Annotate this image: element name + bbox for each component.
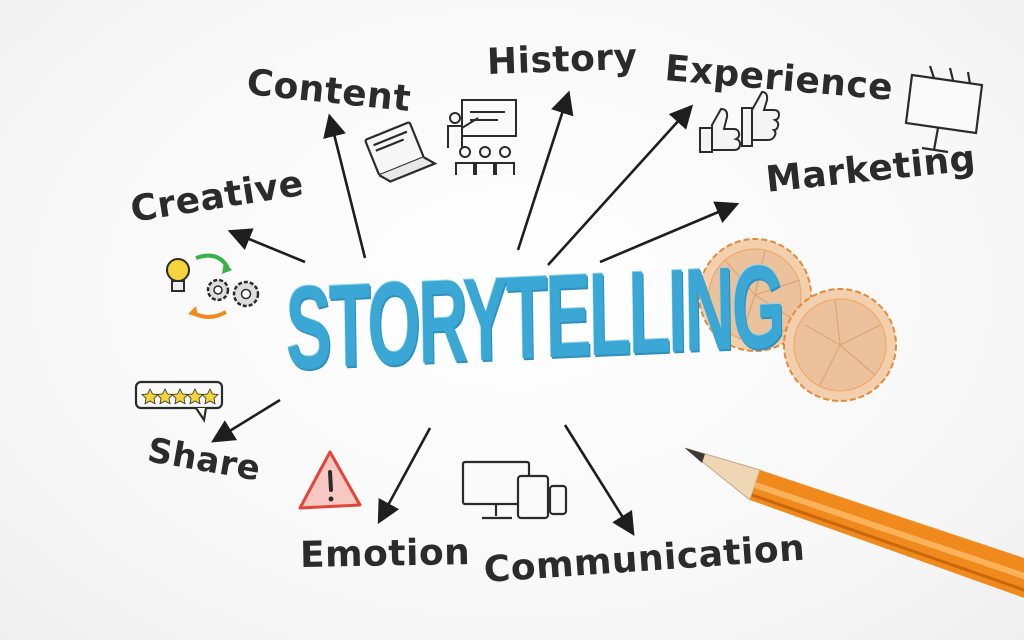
arrow-to-emotion — [377, 427, 432, 525]
warning-icon — [298, 450, 362, 510]
billboard-icon — [904, 65, 984, 154]
devices-icon — [461, 460, 568, 520]
thumbs-icon — [699, 90, 781, 153]
center-title: STORYTELLING — [284, 240, 784, 395]
arrow-to-history — [516, 90, 574, 251]
idea-gears-icon — [166, 253, 260, 319]
arrow-to-communication — [563, 424, 635, 536]
pencil-shavings — [698, 238, 897, 402]
branch-label-history: History — [486, 36, 639, 83]
pencil — [684, 447, 1024, 598]
presentation-icon — [447, 99, 517, 175]
arrow-to-creative — [227, 228, 306, 264]
arrow-to-experience — [547, 104, 694, 266]
arrow-to-share — [211, 398, 281, 443]
arrow-to-marketing — [599, 201, 740, 264]
rating-bubble-icon — [134, 380, 224, 423]
book-icon — [364, 121, 438, 183]
branch-label-emotion: Emotion — [299, 532, 471, 576]
arrow-to-content — [323, 113, 367, 259]
